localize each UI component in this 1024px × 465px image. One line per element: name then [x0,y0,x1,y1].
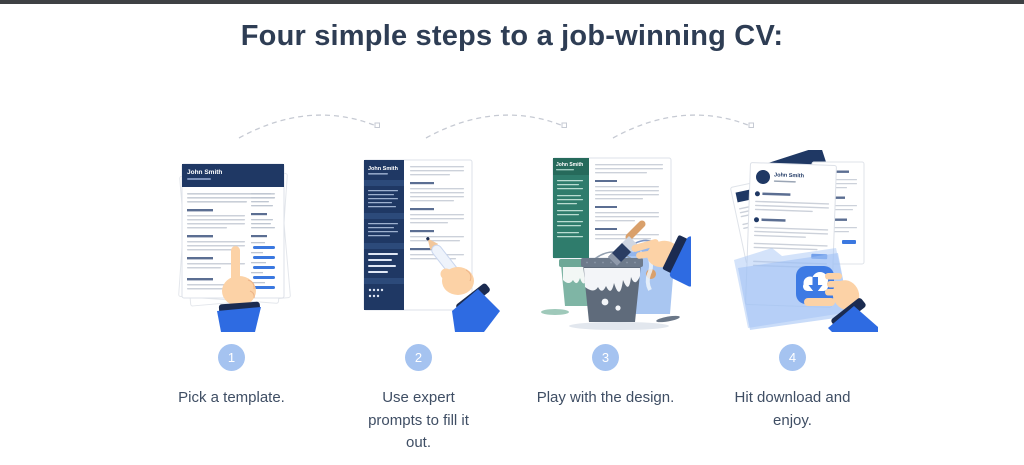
teal-paint-puddle [540,309,569,315]
dashed-arc-1 [238,114,375,139]
step-1-label: Pick a template. [178,389,285,406]
step-3-column: John Smith [512,150,699,455]
cv-name-text: John Smith [187,169,222,176]
arc-end-marker [748,122,754,128]
dashed-arc-3 [612,114,749,139]
sleeve [827,306,878,332]
writing-hand-icon [440,267,500,332]
paint-bucket-gray-icon [580,251,643,322]
sleeve [669,236,691,287]
cv-skill-bars [250,242,275,289]
cv-name-text: John Smith [556,162,583,168]
sleeve [451,289,500,332]
pick-template-illustration: John Smith [177,163,291,332]
step-2-column: John Smith [325,150,512,455]
cv-document: John Smith [181,163,284,299]
cv-sidebar-skill-bars [367,253,398,273]
gray-paint-streak [655,315,680,323]
step-4-column: John Smith [699,150,886,455]
holding-hand-icon [803,273,878,332]
cv-name-text: John Smith [773,172,804,179]
page-title: Four simple steps to a job-winning CV: [240,20,784,52]
bucket-shadow [568,322,669,330]
step-1-badge: 1 [218,344,245,371]
dashed-arc-2 [425,114,562,139]
design-cv-illustration: John Smith [540,157,691,330]
step-3-badge: 3 [592,344,619,371]
step-2-label: Use expert prompts to fill it out. [368,389,469,451]
arc-end-marker [374,122,380,128]
cv-name-text: John Smith [368,166,399,172]
pointing-hand-icon [631,235,691,287]
sleeve [216,307,261,332]
cv-avatar [755,169,770,184]
pointing-hand-icon [216,246,261,332]
step-connector-arcs [238,114,754,139]
fill-cv-illustration: John Smith [363,159,500,332]
step-3-label: Play with the design. [536,389,675,406]
download-cv-illustration: John Smith [729,150,878,332]
step-1-column: John Smith [138,150,325,455]
step-2-badge: 2 [405,344,432,371]
step-4-badge: 4 [779,344,806,371]
cloud-download-icon [802,272,828,294]
window-top-bar [0,0,1024,4]
step-4-label: Hit download and enjoy. [734,389,851,429]
download-app-icon [795,266,834,304]
arc-end-marker [561,122,567,128]
steps-row: John Smith [138,98,886,455]
cv-document: John Smith [552,157,671,259]
